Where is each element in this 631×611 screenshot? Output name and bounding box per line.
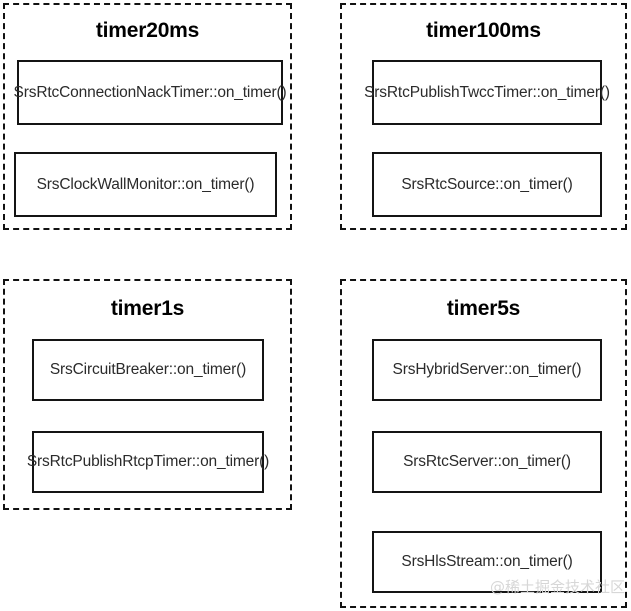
node-label: SrsRtcServer::on_timer()	[403, 453, 571, 470]
node-label: SrsClockWallMonitor::on_timer()	[36, 175, 255, 193]
group-title-timer1s: timer1s	[110, 297, 185, 320]
node-label: SrsHybridServer::on_timer()	[392, 361, 582, 378]
node-label: SrsRtcConnectionNackTimer::on_timer()	[13, 83, 287, 101]
group-title-timer100ms: timer100ms	[426, 19, 541, 42]
node-box[interactable]: SrsRtcServer::on_timer()	[372, 431, 602, 493]
node-label: SrsCircuitBreaker::on_timer()	[49, 361, 247, 378]
group-timer100ms: timer100ms SrsRtcPublishTwccTimer::on_ti…	[340, 3, 627, 230]
group-timer20ms: timer20ms SrsRtcConnectionNackTimer::on_…	[3, 3, 292, 230]
node-box[interactable]: SrsCircuitBreaker::on_timer()	[32, 339, 264, 401]
node-box[interactable]: SrsRtcPublishRtcpTimer::on_timer()	[27, 431, 269, 493]
node-box[interactable]: SrsClockWallMonitor::on_timer()	[14, 152, 277, 217]
group-title-timer5s: timer5s	[446, 297, 521, 320]
node-label: SrsRtcPublishTwccTimer::on_timer()	[364, 83, 610, 101]
node-box[interactable]: SrsRtcConnectionNackTimer::on_timer()	[14, 60, 287, 125]
node-box[interactable]: SrsRtcSource::on_timer()	[372, 152, 602, 217]
node-label: SrsRtcSource::on_timer()	[401, 175, 573, 193]
node-label: SrsRtcPublishRtcpTimer::on_timer()	[26, 453, 270, 470]
node-box[interactable]: SrsRtcPublishTwccTimer::on_timer()	[364, 60, 610, 125]
group-timer5s: timer5s SrsHybridServer::on_timer() SrsR…	[340, 279, 627, 608]
node-box[interactable]: SrsHlsStream::on_timer()	[372, 531, 602, 593]
group-title-timer20ms: timer20ms	[95, 19, 200, 42]
node-box[interactable]: SrsHybridServer::on_timer()	[372, 339, 602, 401]
group-timer1s: timer1s SrsCircuitBreaker::on_timer() Sr…	[3, 279, 292, 510]
node-label: SrsHlsStream::on_timer()	[401, 553, 573, 570]
